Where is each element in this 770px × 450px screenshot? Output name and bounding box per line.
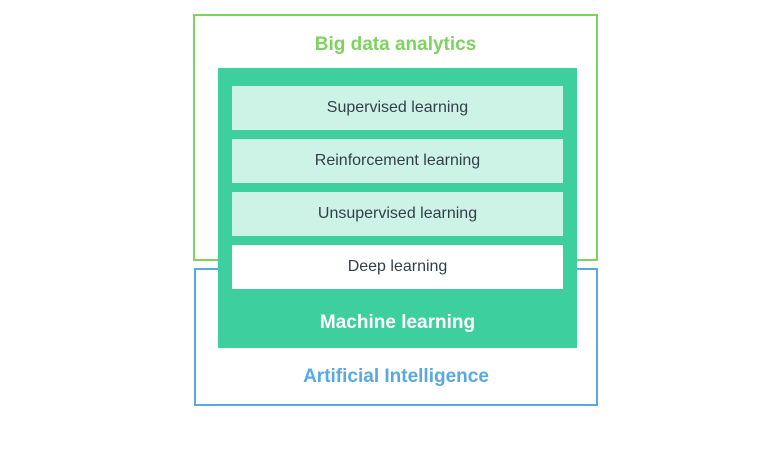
reinforcement-learning-item: Reinforcement learning: [232, 139, 563, 183]
machine-learning-label: Machine learning: [319, 312, 476, 333]
artificial-intelligence-label: Artificial Intelligence: [303, 366, 489, 387]
big-data-analytics-label: Big data analytics: [314, 34, 477, 55]
unsupervised-learning-item: Unsupervised learning: [232, 192, 563, 236]
machine-learning-box: Supervised learning Reinforcement learni…: [218, 68, 577, 348]
deep-learning-item: Deep learning: [232, 245, 563, 289]
supervised-learning-item: Supervised learning: [232, 86, 563, 130]
